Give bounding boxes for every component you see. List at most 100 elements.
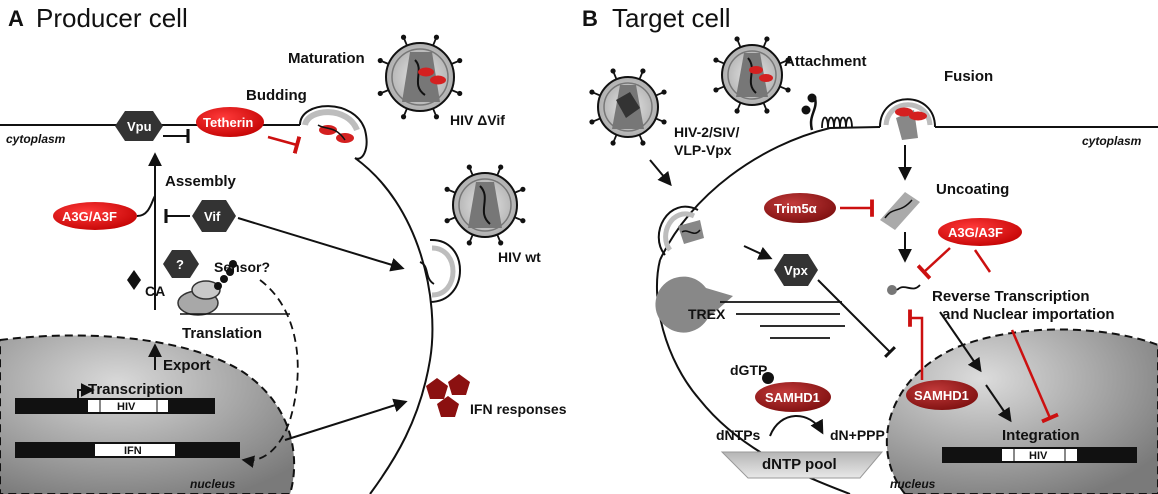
dn-ppp-label: dN+PPP [830, 427, 885, 443]
producer-nucleus-label: nucleus [190, 477, 236, 491]
sensor-hexagon-icon: ? [163, 250, 199, 278]
vpx-inhibits-samhd1-bar [817, 279, 897, 359]
envelope-spike-head [589, 89, 595, 95]
hiv2-entry-arrow [649, 159, 672, 187]
maturation-label: Maturation [288, 50, 365, 67]
transcription-label: Transcription [88, 381, 183, 398]
ribosome-icon [177, 260, 290, 316]
envelope-spike-head [713, 87, 719, 93]
samhd1-nuclear-label: SAMHD1 [914, 388, 969, 403]
hiv-gene-label: HIV [117, 401, 136, 413]
ifn-responses-label: IFN responses [470, 401, 567, 417]
rt-label-line1: Reverse Transcription [932, 288, 1090, 305]
envelope-spike-head [457, 90, 463, 97]
samhd1-inhibits-rt-bar [908, 309, 924, 380]
uncoating-capsid-icon [880, 192, 920, 230]
sensor-question-mark: ? [176, 257, 184, 272]
vpu-label: Vpu [127, 119, 152, 134]
envelope-spike-head [498, 164, 504, 170]
a3g-a3f-target-oval: A3G/A3F [938, 218, 1022, 246]
envelope-spike-head [661, 89, 667, 95]
a3g-to-integration-line [973, 249, 992, 273]
ifn-pentagons-icon [426, 374, 470, 417]
dgtp-dot [762, 372, 774, 384]
envelope-spike-head [466, 164, 472, 170]
panel-a-letter: A [8, 6, 24, 31]
envelope-spikes [377, 34, 791, 246]
dntps-label: dNTPs [716, 427, 761, 443]
budding-virion [299, 105, 368, 160]
hiv-gene-bar: HIV [15, 398, 215, 414]
envelope-spike-head [734, 36, 740, 42]
dntp-pool-label: dNTP pool [762, 456, 837, 473]
envelope-spike-head [377, 57, 383, 64]
envelope-spike-head [433, 114, 440, 120]
nucleus-to-integration-arrow [985, 384, 1012, 423]
target-membrane-left [659, 126, 881, 261]
vpx-hexagon-icon: Vpx [774, 254, 818, 286]
integrated-hiv-label: HIV [1029, 450, 1048, 462]
panel-a-title: Producer cell [36, 3, 188, 33]
dna-fragments [720, 301, 845, 339]
envelope-spike-head [444, 186, 450, 192]
vpx-release-arrow [743, 245, 773, 260]
assembly-label: Assembly [165, 173, 237, 190]
virion-hiv2-siv [597, 76, 659, 138]
ifn-gene-label: IFN [124, 445, 142, 457]
membrane-budding-virion [419, 238, 461, 303]
attachment-label: Attachment [784, 53, 867, 70]
ifn-gene-bar: IFN [15, 442, 240, 458]
trim5a-oval: Trim5α [764, 193, 836, 223]
envelope-spike-head [466, 240, 472, 246]
uncoating-label: Uncoating [936, 181, 1009, 198]
a3g-to-assembly-line [136, 195, 156, 217]
envelope-spike-head [785, 57, 791, 63]
a3g-target-label: A3G/A3F [948, 225, 1003, 240]
virion-hiv-wt [452, 172, 518, 238]
samhd1-cytoplasmic-oval: SAMHD1 [755, 382, 831, 412]
envelope-spike-head [713, 57, 719, 63]
trex-label: TREX [688, 306, 726, 322]
hiv-dvif-label: HIV ΔVif [450, 112, 505, 128]
target-nucleus-label: nucleus [890, 477, 936, 491]
samhd1-cyto-label: SAMHD1 [765, 390, 820, 405]
producer-cytoplasm-label: cytoplasm [6, 132, 66, 146]
export-label: Export [163, 357, 211, 374]
dntp-hydrolysis-arrow [769, 415, 824, 437]
rt-label-line2: and Nuclear importation [942, 306, 1115, 323]
virion-fusion [879, 98, 936, 140]
envelope-spike-head [610, 140, 616, 146]
envelope-spike-head [764, 108, 770, 114]
dgtp-label: dGTP [730, 362, 767, 378]
transcription-start-arrow [77, 383, 95, 400]
a3g-producer-label: A3G/A3F [62, 209, 117, 224]
vpx-label: Vpx [784, 263, 809, 278]
a3g-a3f-producer-oval: A3G/A3F [53, 202, 137, 230]
ifn-export-arrow [284, 398, 408, 441]
translation-label: Translation [182, 325, 262, 342]
rt-to-nucleus-arrow [939, 311, 982, 373]
envelope-spike-head [498, 240, 504, 246]
integration-label: Integration [1002, 427, 1080, 444]
trex-pacman-icon [655, 276, 733, 333]
envelope-spike-head [640, 68, 646, 74]
envelope-spike-head [400, 114, 407, 120]
envelope-spike-head [444, 218, 450, 224]
integrated-hiv-gene-bar: HIV [942, 447, 1137, 463]
envelope-spike-head [520, 218, 526, 224]
virion-attachment [721, 44, 783, 106]
a3g-inhibits-rt-bar [916, 247, 951, 280]
envelope-spike-head [433, 34, 440, 40]
virion-hiv-dvif [385, 42, 455, 112]
fusion-label: Fusion [944, 68, 993, 85]
rt-complex-icon [887, 284, 921, 295]
trim5a-label: Trim5α [774, 201, 817, 216]
envelope-spike-head [400, 34, 407, 40]
vif-to-virion-arrow [237, 217, 405, 272]
envelope-spike-head [785, 87, 791, 93]
producer-nucleus [0, 334, 296, 494]
envelope-spike-head [734, 108, 740, 114]
budding-label: Budding [246, 87, 307, 104]
hiv2-label-line1: HIV-2/SIV/ [674, 124, 739, 140]
